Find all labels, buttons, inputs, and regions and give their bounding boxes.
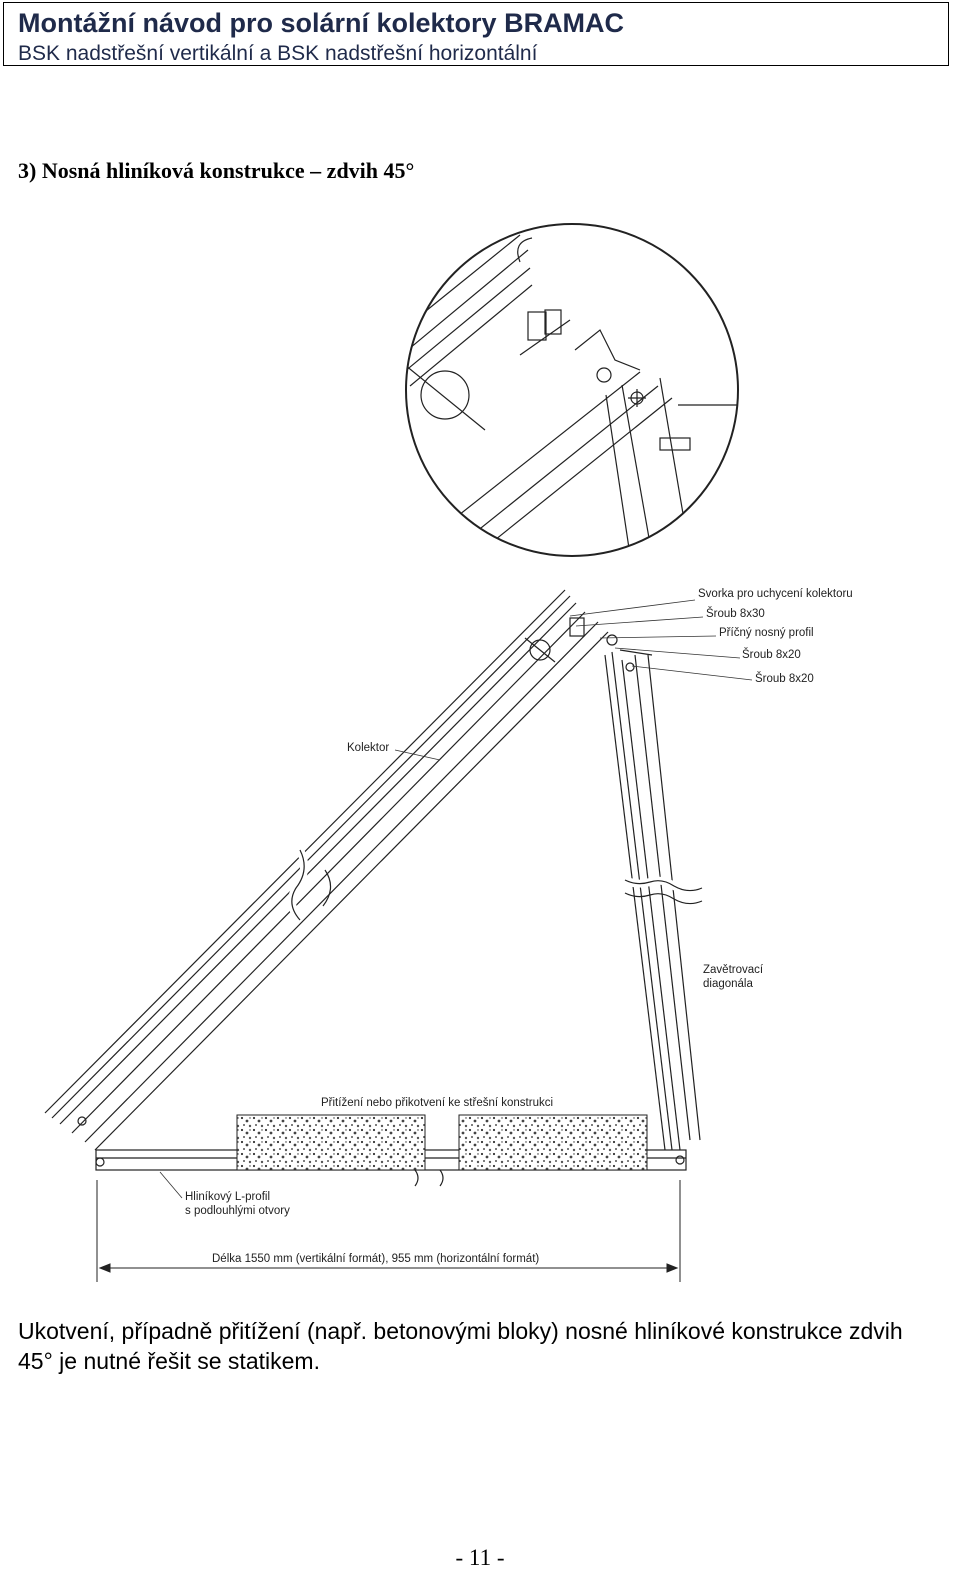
label-bolt-8x30: Šroub 8x30 <box>706 607 765 620</box>
document-subtitle: BSK nadstřešní vertikální a BSK nadstřeš… <box>18 42 538 65</box>
label-cross-profile: Příčný nosný profil <box>719 627 814 639</box>
label-ballast: Přitížení nebo přikotvení ke střešní kon… <box>321 1097 553 1109</box>
frame-assembly <box>44 589 704 1187</box>
document-header: Montážní návod pro solární kolektory BRA… <box>3 2 949 66</box>
label-diagonal-line2: diagonála <box>703 978 753 990</box>
label-clamp: Svorka pro uchycení kolektoru <box>698 588 853 600</box>
label-bolt-8x20-a: Šroub 8x20 <box>742 648 801 661</box>
anchoring-note: Ukotvení, případně přitížení (např. beto… <box>18 1318 903 1374</box>
ballast-block-left <box>236 1114 426 1171</box>
label-length: Délka 1550 mm (vertikální formát), 955 m… <box>212 1253 539 1265</box>
leader-lines <box>159 599 753 1199</box>
dimension-line <box>96 1180 681 1282</box>
label-collector: Kolektor <box>347 742 389 754</box>
document-title: Montážní návod pro solární kolektory BRA… <box>18 8 625 38</box>
section-heading: 3) Nosná hliníková konstrukce – zdvih 45… <box>18 158 415 183</box>
detail-view <box>405 223 739 557</box>
label-bolt-8x20-b: Šroub 8x20 <box>755 672 814 685</box>
label-diagonal-line1: Zavětrovací <box>703 964 764 976</box>
ballast-block-right <box>458 1114 648 1171</box>
page-number: - 11 - <box>455 1545 505 1570</box>
technical-drawing: Svorka pro uchycení kolektoru Šroub 8x30… <box>44 223 853 1282</box>
label-lprofile-line1: Hliníkový L-profil <box>185 1191 270 1203</box>
label-lprofile-line2: s podlouhlými otvory <box>185 1205 290 1217</box>
